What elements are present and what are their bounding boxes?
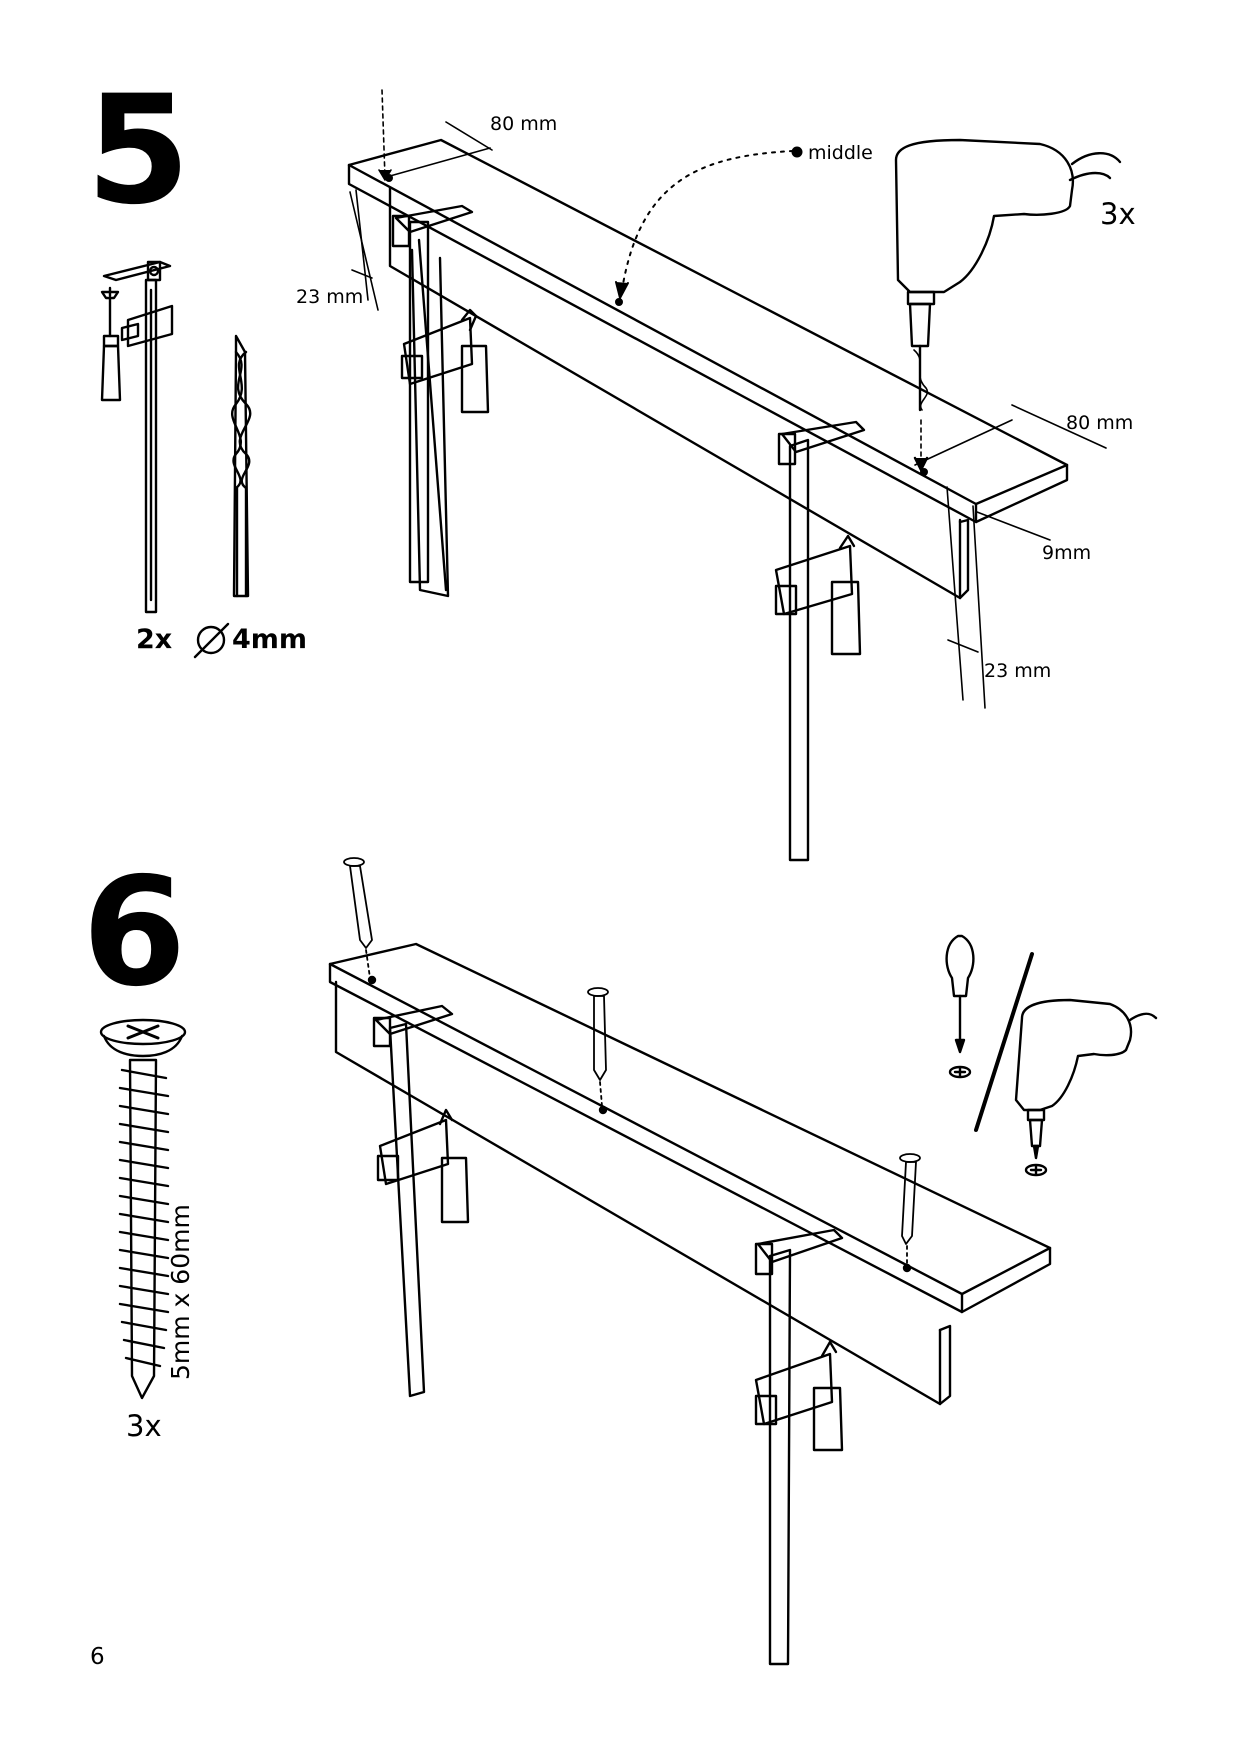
dim-right-offset: 80 mm [1066, 412, 1134, 434]
divider-slash [974, 952, 1034, 1132]
step5-clamp-icon [100, 260, 174, 614]
step5-number: 5 [86, 64, 190, 238]
step6-screw-quantity: 3x [126, 1409, 162, 1443]
dim-depth: 9mm [1042, 542, 1092, 564]
step5-drill-quantity: 3x [1100, 197, 1136, 231]
step5-clamp-left [391, 204, 490, 598]
middle-indicator [385, 146, 928, 476]
step5-drill-bit-size: 4mm [232, 624, 308, 655]
dim-top-offset: 80 mm [490, 113, 558, 135]
step5-board [347, 138, 1069, 600]
screwdriver-icon [945, 934, 975, 1079]
step6-screw-icon [99, 1018, 187, 1400]
label-middle: middle [808, 142, 873, 164]
step6-board [328, 942, 1052, 1406]
screw-size-label: 5mm x 60mm [166, 1204, 195, 1380]
diameter-icon [193, 622, 230, 659]
step5-drill-bit-icon [231, 334, 252, 598]
step5-power-drill-icon [894, 138, 1122, 472]
step6-number: 6 [82, 846, 186, 1020]
step5-clamp-right [774, 420, 866, 862]
step6-power-drill-icon [1014, 998, 1158, 1177]
dim-left-edge: 23 mm [296, 286, 364, 308]
step5-clamp-quantity: 2x [136, 624, 173, 655]
page-number: 6 [90, 1644, 105, 1670]
step6-screws [343, 857, 921, 1265]
step6-clamp-left [372, 1004, 470, 1398]
step5-dimensions [349, 89, 1107, 709]
dim-right-edge: 23 mm [984, 660, 1052, 682]
step6-clamp-right [754, 1228, 844, 1666]
